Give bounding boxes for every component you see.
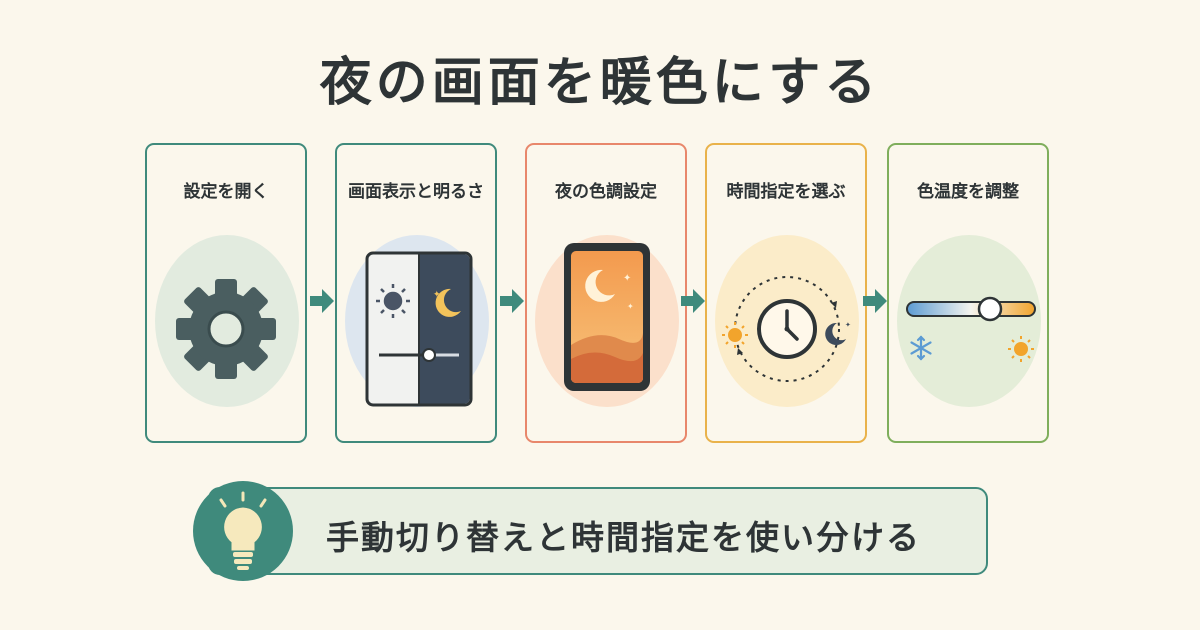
page-title: 夜の画面を暖色にする — [319, 53, 881, 113]
step-label: 画面表示と明るさ — [348, 182, 484, 202]
step-card-night-tone: 夜の色調設定 ✦ ✦ — [525, 143, 687, 443]
phone-night-icon: ✦ ✦ — [564, 243, 650, 391]
svg-text:✦: ✦ — [623, 273, 631, 284]
arrow-right-icon — [500, 289, 524, 313]
arrow-right-icon — [863, 289, 887, 313]
snowflake-icon — [910, 335, 932, 361]
step-background-blob — [897, 235, 1041, 407]
step-label: 色温度を調整 — [917, 182, 1019, 202]
brightness-split-icon: ✦ — [365, 251, 473, 407]
step-card-schedule: 時間指定を選ぶ ✦ — [705, 143, 867, 443]
tip-text: 手動切り替えと時間指定を使い分ける — [326, 518, 921, 557]
step-label: 時間指定を選ぶ — [726, 182, 846, 202]
clock-schedule-icon: ✦ — [722, 276, 851, 382]
arrow-right-icon — [310, 289, 334, 313]
gear-icon — [176, 279, 276, 379]
arrow-right-icon — [681, 289, 705, 313]
lightbulb-icon — [193, 481, 293, 581]
step-label: 設定を開く — [183, 182, 269, 202]
sun-icon — [1008, 336, 1034, 362]
step-card-settings: 設定を開く — [145, 143, 307, 443]
step-card-display-brightness: 画面表示と明るさ ✦ — [335, 143, 497, 443]
color-temperature-slider-icon — [906, 296, 1036, 362]
svg-text:✦: ✦ — [627, 302, 634, 311]
step-label: 夜の色調設定 — [555, 182, 657, 202]
svg-text:✦: ✦ — [845, 321, 851, 329]
svg-text:✦: ✦ — [433, 290, 441, 300]
step-card-color-temperature: 色温度を調整 — [887, 143, 1049, 443]
tip-banner: 手動切り替えと時間指定を使い分ける — [208, 487, 988, 575]
